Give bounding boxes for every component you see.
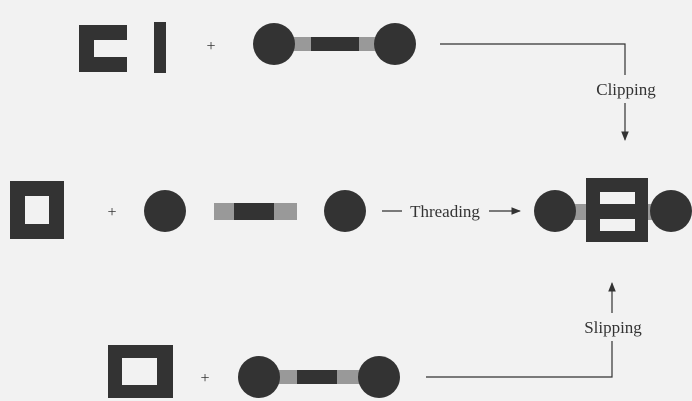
- axle-segment: [214, 203, 297, 220]
- clipping-row: + Clipping: [79, 22, 668, 141]
- dumbbell-axle-clipping: [253, 23, 416, 65]
- clipping-arrow-line: [440, 43, 629, 141]
- plus-sign-slipping: +: [200, 370, 209, 387]
- threading-label: Threading: [410, 202, 480, 221]
- square-macrocycle-icon: [10, 181, 64, 239]
- threading-row: + Threading: [10, 178, 692, 242]
- slipping-row: + Slipping: [108, 282, 656, 398]
- plus-sign-clipping: +: [206, 38, 215, 55]
- stopper-right: [324, 190, 366, 232]
- stopper-left: [144, 190, 186, 232]
- rotaxane-product: [534, 178, 692, 242]
- clipping-label: Clipping: [596, 80, 656, 99]
- square-macrocycle-slipping-icon: [108, 345, 173, 398]
- slipping-label: Slipping: [584, 318, 642, 337]
- dumbbell-axle-slipping: [238, 356, 400, 398]
- open-c-ring-icon: [79, 22, 166, 73]
- plus-sign-threading: +: [107, 204, 116, 221]
